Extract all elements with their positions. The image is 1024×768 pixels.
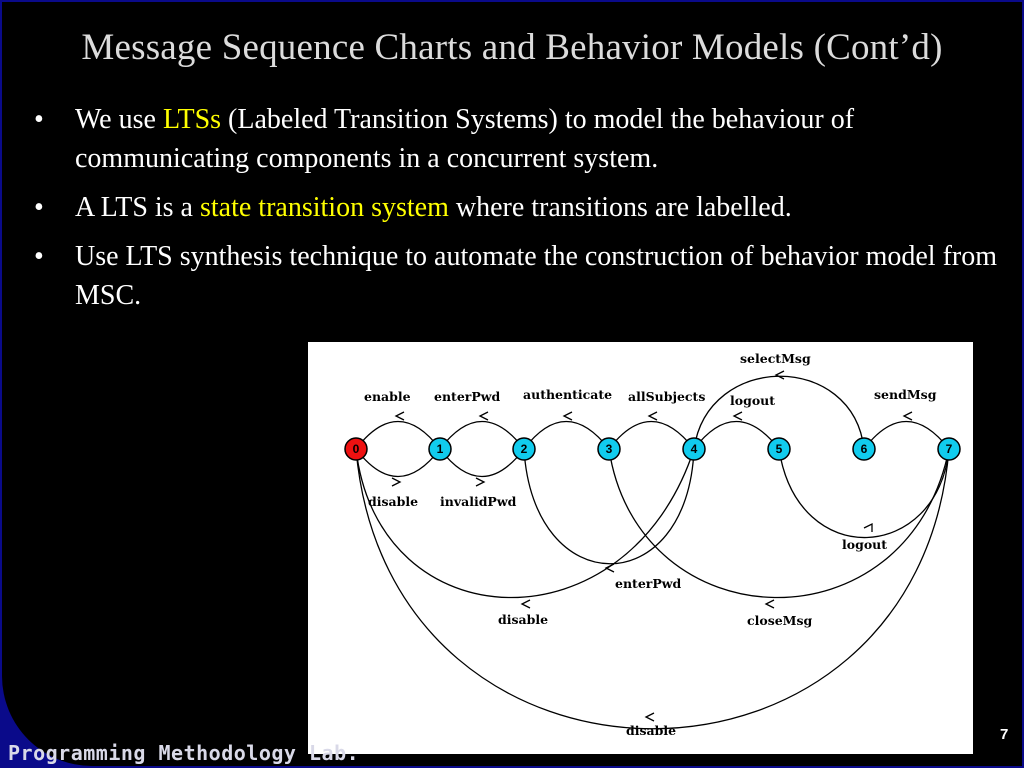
transition-label: invalidPwd: [440, 494, 517, 509]
transition-edge: [608, 448, 950, 599]
state-label: 7: [946, 442, 953, 456]
transition-label: authenticate: [523, 387, 612, 402]
state-node: [682, 437, 706, 461]
state-label: 5: [776, 442, 783, 456]
footer-lab-name: Programming Methodology Lab.: [8, 741, 360, 765]
arrowhead: [644, 712, 655, 722]
transition-edge: [778, 448, 950, 539]
transition-edge: [863, 420, 950, 450]
state-node: [937, 437, 961, 461]
bullet-text: Use LTS synthesis technique to automate …: [75, 241, 997, 311]
arrowhead: [774, 370, 785, 380]
bullet-text: where transitions are labelled.: [448, 192, 792, 223]
transition-label: enterPwd: [434, 389, 501, 404]
state-node: [852, 437, 876, 461]
transition-edge: [523, 420, 610, 450]
arrowhead: [647, 411, 658, 421]
bullet-marker: •: [34, 192, 44, 223]
bullet-item: • Use LTS synthesis technique to automat…: [28, 237, 1008, 315]
transition-label: allSubjects: [628, 389, 705, 404]
transition-edge: [439, 421, 525, 450]
state-label: 3: [606, 442, 613, 456]
bullet-item: • A LTS is a state transition system whe…: [28, 188, 1008, 227]
arrowhead: [562, 411, 573, 421]
transition-label: enable: [364, 389, 411, 404]
transition-label: disable: [626, 723, 676, 738]
arrowhead: [394, 411, 405, 421]
arrowhead: [478, 411, 489, 421]
highlight-term: state transition system: [200, 192, 449, 223]
transition-edge: [355, 421, 441, 450]
state-node: [428, 437, 452, 461]
arrowhead: [764, 599, 775, 609]
transition-label: closeMsg: [747, 613, 813, 628]
transition-edge: [355, 448, 695, 599]
arrowhead: [732, 411, 743, 421]
state-label: 4: [691, 442, 698, 456]
state-label: 6: [861, 442, 868, 456]
state-node: [597, 437, 621, 461]
state-node: [512, 437, 536, 461]
arrowhead: [475, 477, 486, 487]
slide-title: Message Sequence Charts and Behavior Mod…: [81, 27, 943, 68]
transition-label: disable: [368, 494, 418, 509]
transition-label: disable: [498, 612, 548, 627]
transition-edge: [693, 420, 780, 450]
state-label: 0: [353, 442, 360, 456]
bullet-list: • We use LTSs (Labeled Transition System…: [28, 100, 1008, 325]
state-label: 1: [437, 442, 444, 456]
bullet-item: • We use LTSs (Labeled Transition System…: [28, 100, 1008, 178]
bullet-text: We use: [75, 104, 163, 135]
bullet-text: (Labeled Transition Systems) to model th…: [75, 104, 855, 174]
page-number: 7: [1000, 726, 1009, 743]
transition-edge: [523, 448, 695, 565]
transition-label: selectMsg: [740, 351, 811, 366]
arrowhead: [520, 599, 531, 609]
lts-diagram: enable disable enterPwd invalidPwd authe…: [308, 342, 973, 754]
transition-edge: [355, 448, 441, 477]
state-node: [767, 437, 791, 461]
arrowhead: [902, 411, 913, 421]
transition-edge: [608, 420, 695, 450]
bullet-marker: •: [34, 241, 44, 272]
state-label: 2: [521, 442, 528, 456]
bullet-text: A LTS is a: [75, 192, 200, 223]
transition-label: sendMsg: [874, 387, 937, 402]
state-node: [344, 437, 368, 461]
highlight-term: LTSs: [162, 104, 222, 135]
transition-edge: [355, 448, 950, 730]
arrowhead: [391, 477, 402, 487]
transition-label: logout: [842, 537, 887, 552]
arrowhead: [863, 522, 873, 532]
transition-label: logout: [730, 393, 775, 408]
bullet-marker: •: [34, 104, 44, 135]
transition-edge: [439, 448, 525, 477]
transition-label: enterPwd: [615, 576, 682, 591]
